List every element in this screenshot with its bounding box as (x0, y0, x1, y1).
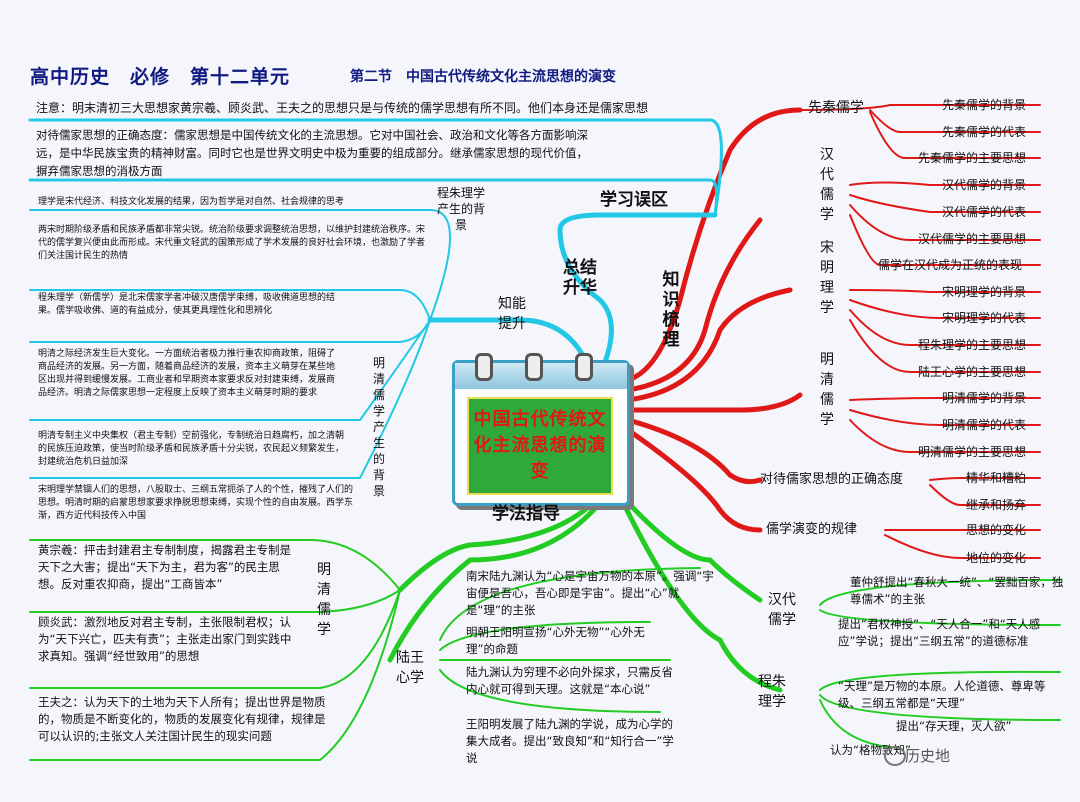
kt-leaf: 思想的变化 (966, 523, 1027, 537)
kt-leaf: 先秦儒学的代表 (942, 125, 1027, 139)
ability-cheng-zhu-bg-label: 程朱理学产生的背景 (436, 186, 485, 232)
branch-method: 学法指导 (492, 504, 560, 524)
cyan-branch-trunk (557, 212, 718, 365)
method-lu-wang-4: 王阳明发展了陆九渊的学说，成为心学的集大成者。提出“致良知”和“知行合一”学说 (466, 717, 674, 765)
method-ming-qing-label: 明清儒学 (317, 562, 331, 638)
ability-cheng-zhu-bg-3: 程朱理学（新儒学）是北宋儒家学者冲破汉唐儒学束缚，吸收佛道思想的结果。儒学吸收佛… (38, 293, 336, 316)
kt-leaf: 继承和扬弃 (966, 498, 1027, 512)
misconception-note: 注意：明末清初三大思想家黄宗羲、顾炎武、王夫之的思想只是与传统的儒学思想有所不同… (36, 101, 649, 115)
method-lu-wang-2: 明朝王阳明宣扬“心外无物”“心外无理”的命题 (466, 625, 645, 656)
watermark: 历史地 (905, 747, 951, 765)
kt-leaf: 汉代儒学的主要思想 (918, 232, 1027, 246)
page-subtitle: 第二节 中国古代传统文化主流思想的演变 (350, 69, 616, 85)
method-han-1: 董仲舒提出“春秋大一统”、“罢黜百家，独尊儒术”的主张 (850, 575, 1064, 606)
calendar-ring-icon (525, 353, 543, 381)
kt-leaf: 宋明理学的背景 (942, 285, 1027, 299)
method-cheng-zhu-label: 程朱理学 (758, 674, 786, 710)
method-lu-wang-3: 陆九渊认为穷理不必向外探求，只需反省内心就可得到天理。这就是“本心说” (466, 665, 673, 696)
method-ming-qing-3: 王夫之：认为天下的土地为天下人所有；提出世界是物质的，物质是不断变化的，物质的发… (38, 695, 326, 743)
ability-ming-qing-bg-1: 明清之际经济发生巨大变化。一方面统治者极力推行重农抑商政策，阻碍了商品经济的发展… (38, 349, 336, 398)
method-ming-qing-2: 顾炎武：激烈地反对君主专制，主张限制君权；认为“天下兴亡，匹夫有责”；主张走出家… (38, 615, 292, 663)
calendar-ring-icon (475, 353, 493, 381)
kt-leaf: 汉代儒学的代表 (942, 205, 1027, 219)
center-topic-panel: 中国古代传统文化主流思想的演变 (467, 397, 613, 495)
kt-han-label: 汉代儒学 (820, 147, 834, 223)
method-cheng-zhu-2: 提出“存天理，灭人欲” (896, 719, 1012, 733)
branch-knowledge: 知识梳理 (662, 270, 680, 350)
kt-leaf: 精华和糟粕 (966, 471, 1027, 485)
branch-summary: 总结升华 (563, 258, 597, 298)
kt-leaf: 先秦儒学的背景 (942, 98, 1027, 112)
method-cheng-zhu-1: “天理”是万物的本原。人伦道德、尊卑等级、三纲五常都是“天理” (838, 679, 1046, 710)
ability-ming-qing-bg-label: 明清儒学产生的背景 (372, 356, 385, 498)
wechat-logo-icon (884, 746, 906, 766)
method-lu-wang-1: 南宋陆九渊认为“心是宇宙万物的本原”。强调“宇宙便是吾心，吾心即是宇宙”。提出“… (466, 569, 714, 617)
kt-leaf: 汉代儒学的背景 (942, 178, 1027, 192)
kt-leaf: 陆王心学的主要思想 (918, 365, 1027, 379)
method-ming-qing-1: 黄宗羲：抨击封建君主专制制度，揭露君主专制是天下之大害；提出“天下为主，君为客”… (38, 543, 291, 591)
kt-leaf: 程朱理学的主要思想 (918, 338, 1027, 352)
kt-leaf: 先秦儒学的主要思想 (918, 151, 1027, 165)
method-lu-wang-label: 陆王心学 (396, 650, 424, 686)
red-branch-trunk (625, 107, 803, 383)
ability-ming-qing-bg-2: 明清专制主义中央集权（君主专制）空前强化，专制统治日趋腐朽，加之清朝的民族压迫政… (38, 431, 345, 467)
misconception-attitude: 对待儒家思想的正确态度：儒家思想是中国传统文化的主流思想。它对中国社会、政治和文… (36, 128, 588, 178)
kt-leaf: 明清儒学的主要思想 (918, 445, 1027, 459)
branch-misconception: 学习误区 (600, 190, 668, 210)
method-han-label: 汉代儒学 (768, 592, 796, 628)
kt-leaf: 明清儒学的代表 (942, 418, 1027, 432)
kt-leaf: 地位的变化 (966, 551, 1027, 565)
center-topic-card: 中国古代传统文化主流思想的演变 (452, 353, 630, 506)
kt-evolution-label: 儒学演变的规律 (766, 522, 858, 537)
kt-leaf: 宋明理学的代表 (942, 311, 1027, 325)
kt-ming-qing-label: 明清儒学 (820, 352, 834, 428)
calendar-ring-icon (575, 353, 593, 381)
kt-pre-qin-label: 先秦儒学 (808, 100, 864, 116)
kt-song-ming-label: 宋明理学 (820, 240, 834, 316)
branch-ability: 知能提升 (498, 296, 526, 332)
green-branch-trunk (397, 493, 603, 593)
ability-cheng-zhu-bg-2: 两宋时期阶级矛盾和民族矛盾都非常尖锐。统治阶级要求调整统治思想，以维护封建统治秩… (38, 225, 426, 261)
method-han-2: 提出“君权神授”、“天人合一”和“天人感应”学说；提出“三纲五常”的道德标准 (838, 617, 1041, 648)
kt-leaf: 儒学在汉代成为正统的表现 (878, 258, 1023, 272)
kt-attitude-label: 对待儒家思想的正确态度 (760, 472, 904, 487)
center-topic-title: 中国古代传统文化主流思想的演变 (473, 409, 607, 482)
ability-ming-qing-bg-3: 宋明理学禁锢人们的思想，八股取士、三纲五常扼杀了人的个性，摧残了人们的思想。明清… (38, 485, 354, 521)
kt-leaf: 明清儒学的背景 (942, 391, 1027, 405)
ability-cheng-zhu-bg-1: 理学是宋代经济、科技文化发展的结果，因为哲学是对自然、社会规律的思考 (38, 197, 345, 207)
page-title: 高中历史 必修 第十二单元 (30, 66, 291, 88)
